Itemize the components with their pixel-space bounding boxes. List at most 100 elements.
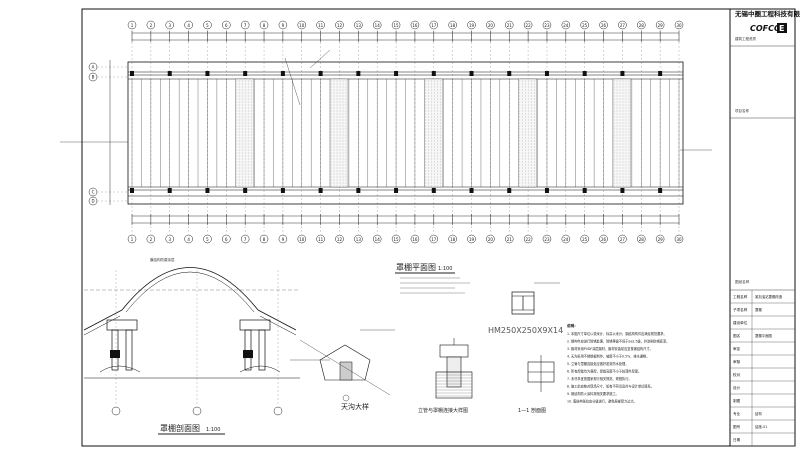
grid-bubble-bottom — [580, 234, 589, 244]
hatch-dot — [236, 98, 238, 100]
hatch-dot — [336, 116, 338, 118]
column-bottom — [243, 188, 248, 193]
hatch-dot — [330, 110, 332, 112]
hatch-dot — [619, 167, 621, 169]
hatch-dot — [251, 128, 253, 130]
hatch-dot — [424, 101, 426, 103]
hatch-dot — [519, 95, 521, 97]
hatch-dot — [251, 134, 253, 136]
column — [258, 329, 266, 371]
hatch-dot — [628, 167, 630, 169]
hatch-dot — [342, 155, 344, 157]
hatch-dot — [531, 137, 533, 139]
hatch-dot — [433, 104, 435, 106]
hatch-dot — [430, 143, 432, 145]
hatch-dot — [424, 119, 426, 121]
grid-number-top: 24 — [563, 23, 569, 28]
hatch-dot — [427, 143, 429, 145]
hatch-dot — [613, 119, 615, 121]
hatch-dot — [628, 89, 630, 91]
hatch-dot — [336, 173, 338, 175]
hatch-dot — [333, 137, 335, 139]
tb-row-value: 罩棚 — [755, 307, 762, 312]
grid-bubble-top — [391, 20, 401, 30]
hatch-dot — [439, 164, 441, 166]
hatch-dot — [433, 137, 435, 139]
hatch-dot — [433, 170, 435, 172]
hatch-dot — [628, 113, 630, 115]
hatch-dot — [242, 149, 244, 151]
grid-number-bottom: 28 — [639, 237, 645, 242]
hatch-dot — [251, 80, 253, 82]
grid-bubble-bottom — [504, 234, 514, 244]
hatch-dot — [248, 101, 250, 103]
hatch-dot — [439, 158, 441, 160]
hatch-dot — [433, 113, 435, 115]
hatch-dot — [345, 125, 347, 127]
hatch-dot — [625, 137, 627, 139]
hatch-dot — [528, 101, 530, 103]
hatch-dot — [236, 131, 238, 133]
hatch-dot — [236, 89, 238, 91]
hatch-dot — [628, 146, 630, 148]
hatch-dot — [239, 116, 241, 118]
hatch-dot — [433, 176, 435, 178]
steel-label: HM250X250X9X14 — [488, 326, 563, 335]
hatch-dot — [622, 89, 624, 91]
hatch-dot — [616, 179, 618, 181]
hatch-dot — [528, 83, 530, 85]
hatch-dot — [436, 185, 438, 187]
grid-bubble-bottom — [203, 234, 212, 244]
hatch-dot — [619, 137, 621, 139]
hatch-dot — [519, 137, 521, 139]
hatch-dot — [622, 182, 624, 184]
hatch-dot — [336, 140, 338, 142]
grid-number-bottom: 26 — [601, 237, 607, 242]
grid-number-bottom: 2 — [150, 237, 153, 242]
column — [125, 329, 133, 371]
hatch-dot — [439, 98, 441, 100]
hatch-dot — [628, 152, 630, 154]
hatch-dot — [251, 149, 253, 151]
hatch-dot — [245, 176, 247, 178]
hatch-dot — [339, 140, 341, 142]
hatch-dot — [248, 86, 250, 88]
hatch-dot — [333, 152, 335, 154]
hatch-dot — [242, 128, 244, 130]
hatch-dot — [619, 170, 621, 172]
grid-number-bottom: 18 — [450, 237, 456, 242]
hatch-dot — [330, 101, 332, 103]
hatch-dot — [333, 182, 335, 184]
grid-bubble-bottom — [599, 234, 608, 244]
hatch-dot — [519, 143, 521, 145]
hatch-dot — [439, 167, 441, 169]
hatch-dot — [628, 95, 630, 97]
hatch-dot — [439, 122, 441, 124]
hatch-dot — [522, 110, 524, 112]
hatch-dot — [427, 137, 429, 139]
hatch-dot — [433, 134, 435, 136]
hatch-dot — [433, 158, 435, 160]
hatch-dot — [430, 104, 432, 106]
column-bottom — [394, 188, 399, 193]
hatch-dot — [427, 128, 429, 130]
hatch-dot — [424, 173, 426, 175]
hatch-dot — [236, 125, 238, 127]
hatch-dot — [619, 149, 621, 151]
hatch-dot — [430, 164, 432, 166]
hatch-dot — [242, 95, 244, 97]
hatch-dot — [427, 140, 429, 142]
hatch-dot — [616, 86, 618, 88]
grid-bubble-top — [335, 20, 344, 30]
hatch-dot — [345, 83, 347, 85]
hatch-dot — [619, 176, 621, 178]
hatch-dot — [534, 140, 536, 142]
grid-bubble-top — [637, 20, 646, 30]
hatch-dot — [430, 98, 432, 100]
hatch-dot — [613, 143, 615, 145]
note-line: 5. 立管与罩棚连接处应做好密封防水处理。 — [567, 361, 628, 366]
hatch-dot — [528, 140, 530, 142]
hatch-dot — [525, 80, 527, 82]
hatch-dot — [628, 179, 630, 181]
hatch-dot — [525, 161, 527, 163]
